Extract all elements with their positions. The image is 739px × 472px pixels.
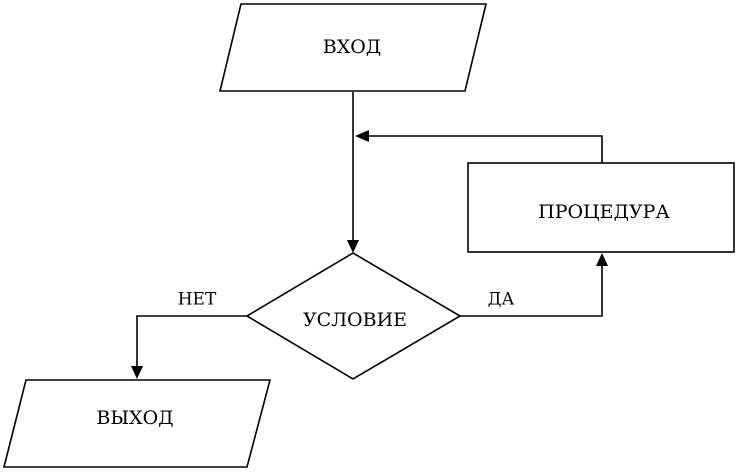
edge-input-to-condition (347, 92, 359, 253)
edge-condition-yes-label: ДА (488, 290, 515, 310)
edge-condition-no-line (136, 315, 247, 368)
node-output: ВЫХОД (2, 379, 272, 468)
node-procedure: ПРОЦЕДУРА (467, 162, 735, 253)
node-output-shape (2, 379, 272, 468)
node-procedure-shape (467, 162, 735, 253)
node-input: ВХОД (218, 3, 488, 92)
edge-procedure-loop-arrowhead (355, 130, 369, 142)
edge-condition-no-label: НЕТ (178, 290, 217, 310)
edge-procedure-loop-line (367, 135, 603, 163)
edge-condition-no: НЕТ (131, 290, 247, 379)
edge-procedure-loop (355, 130, 603, 163)
node-procedure-label: ПРОЦЕДУРА (538, 201, 670, 223)
node-output-label: ВЫХОД (96, 407, 173, 429)
edge-condition-yes: ДА (460, 253, 608, 317)
edge-condition-no-arrowhead (131, 366, 143, 379)
edge-condition-yes-arrowhead (596, 253, 608, 266)
node-condition: УСЛОВИЕ (245, 252, 462, 380)
node-input-shape (218, 3, 488, 92)
node-condition-label: УСЛОВИЕ (303, 309, 407, 331)
edge-condition-yes-line (460, 265, 603, 317)
node-condition-shape (245, 252, 462, 380)
edge-input-to-condition-arrowhead (347, 240, 359, 253)
node-input-label: ВХОД (323, 36, 382, 58)
